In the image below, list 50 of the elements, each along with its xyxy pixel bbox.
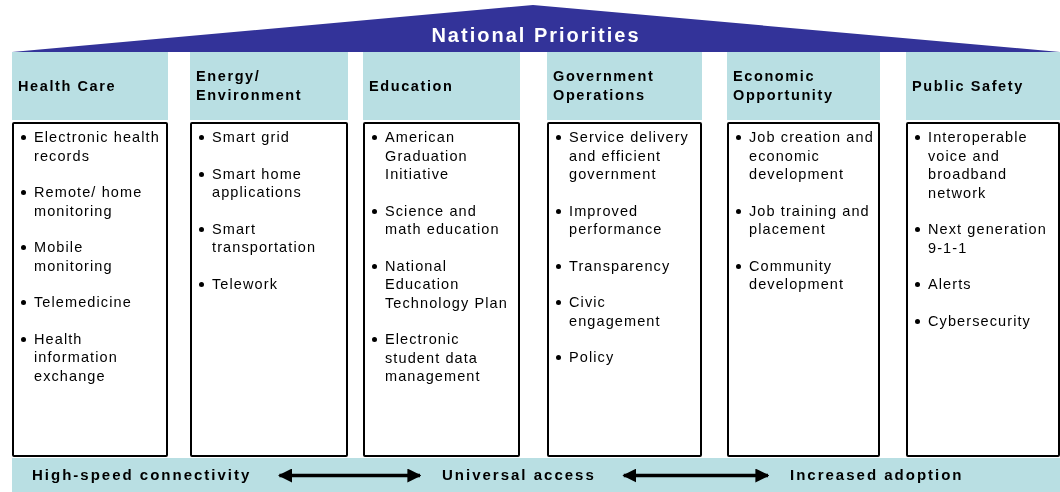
list-item: Science and math education — [385, 202, 500, 237]
list-item: Community development — [749, 257, 845, 292]
list-item: Next generation 9-1-1 — [928, 221, 1047, 256]
list-item: Electronic health records — [34, 129, 160, 164]
list-item: Telemedicine — [34, 294, 132, 310]
list-box — [906, 122, 1060, 457]
foundation-band — [12, 458, 1060, 492]
category-header — [547, 52, 702, 120]
double-arrow — [622, 468, 770, 483]
category-header — [363, 52, 520, 120]
list-item: Transparency — [569, 257, 671, 274]
header-text: Health Care — [18, 76, 117, 96]
banner-title: National Priorities — [431, 24, 641, 48]
category-header — [12, 52, 168, 120]
list-item: Policy — [569, 349, 615, 365]
list-item: Civic engagement — [569, 294, 661, 329]
list-box — [12, 122, 168, 457]
header-text: Energy/ Environment — [196, 67, 304, 105]
list-box — [363, 122, 520, 457]
list-item: Mobile monitoring — [34, 239, 113, 274]
list-box — [727, 122, 880, 457]
header-text: Education — [369, 76, 454, 96]
list-item: Health information exchange — [34, 330, 118, 384]
header-text: Economic Opportunity — [733, 67, 835, 105]
list-item: Job creation and economic development — [749, 129, 874, 182]
list-item: Interoperable voice and broadband network — [928, 129, 1028, 201]
double-arrow — [278, 468, 422, 483]
header-text: Government Operations — [553, 67, 656, 105]
header-text: Public Safety — [912, 76, 1024, 96]
list-item: Telework — [212, 275, 278, 292]
list-item: Electronic student data management — [385, 331, 481, 384]
band-text: High-speed connectivity — [32, 466, 252, 483]
list-item: Alerts — [928, 276, 972, 292]
list-box — [547, 122, 702, 457]
list-item: Smart home applications — [212, 165, 302, 200]
list-item: Job training and placement — [749, 202, 870, 237]
category-header — [906, 52, 1060, 120]
band-text: Universal access — [442, 466, 596, 483]
list-item: National Education Technology Plan — [385, 257, 508, 311]
list-item: Cybersecurity — [928, 312, 1031, 329]
list-item: Smart transportation — [212, 220, 317, 255]
list-box — [190, 122, 348, 457]
band-text: Increased adoption — [790, 466, 964, 483]
category-header — [727, 52, 880, 120]
category-header — [190, 52, 348, 120]
list-item: American Graduation Initiative — [385, 129, 468, 182]
list-item: Improved performance — [569, 202, 663, 237]
list-item: Remote/ home monitoring — [34, 184, 143, 219]
list-item: Smart grid — [212, 129, 290, 145]
list-item: Service delivery and efficient government — [569, 129, 689, 182]
